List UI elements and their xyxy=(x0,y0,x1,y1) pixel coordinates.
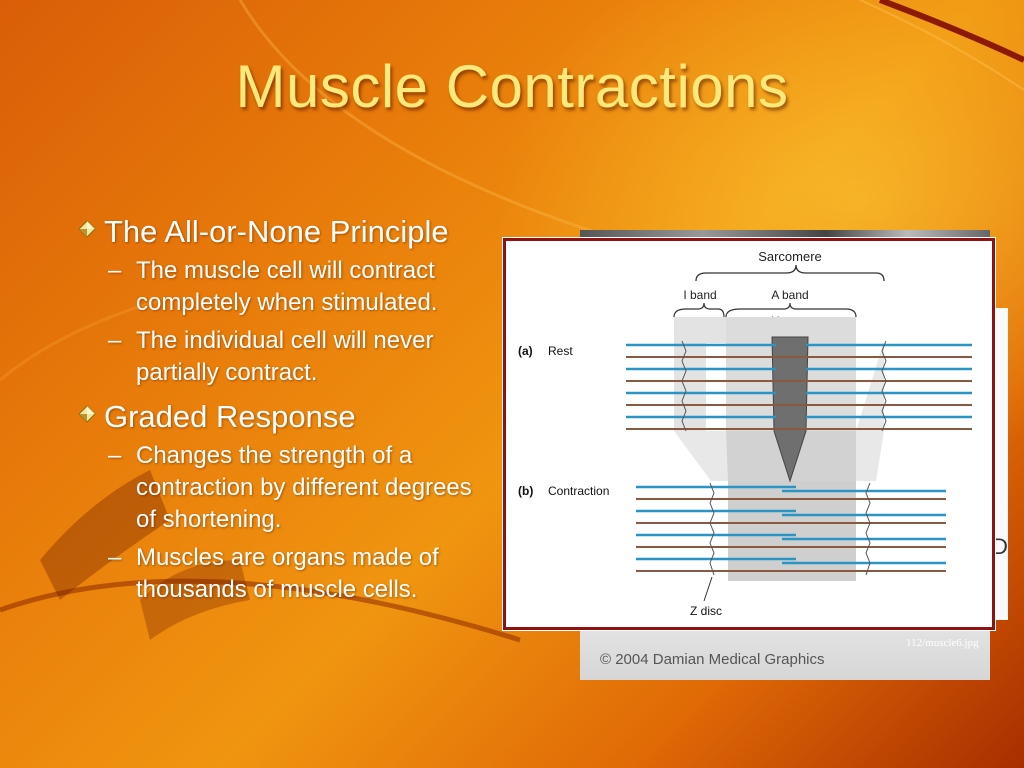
dash-marker: – xyxy=(108,544,122,571)
label-z-disc: Z disc xyxy=(690,604,722,618)
sub-bullet-item: –The individual cell will never partiall… xyxy=(78,325,498,389)
contraction-filaments xyxy=(636,482,946,602)
z-disc-pointer xyxy=(703,576,713,602)
label-rest: Rest xyxy=(548,344,573,358)
right-funnel xyxy=(856,341,884,481)
copyright-text: © 2004 Damian Medical Graphics xyxy=(600,651,825,668)
i-band-projection xyxy=(674,317,726,431)
sub-bullet-item: –Muscles are organs made of thousands of… xyxy=(78,542,498,606)
sub-bullet-item: –Changes the strength of a contraction b… xyxy=(78,440,498,536)
bullet-text: The All-or-None Principle xyxy=(104,214,449,249)
contracted-a-band xyxy=(728,481,856,581)
sub-bullet-list: –The muscle cell will contract completel… xyxy=(78,255,498,389)
sub-bullet-text: Muscles are organs made of thousands of … xyxy=(136,544,439,603)
sub-bullet-list: –Changes the strength of a contraction b… xyxy=(78,440,498,606)
bullet-list: The All-or-None Principle –The muscle ce… xyxy=(78,212,498,614)
i-band-bracket xyxy=(673,302,725,318)
bullet-item: The All-or-None Principle xyxy=(78,212,498,251)
i-band-funnel xyxy=(674,431,730,481)
sub-bullet-text: The individual cell will never partially… xyxy=(136,327,434,386)
sarcomere-bracket xyxy=(695,264,885,282)
label-panel-a: (a) xyxy=(518,344,533,358)
h-zone-wedge xyxy=(771,336,809,483)
label-sarcomere: Sarcomere xyxy=(758,249,822,264)
dash-marker: – xyxy=(108,327,122,354)
label-a-band: A band xyxy=(771,288,808,302)
bullet-item: Graded Response xyxy=(78,397,498,436)
bullet-text: Graded Response xyxy=(104,399,356,434)
slide-title: Muscle Contractions xyxy=(235,53,789,120)
sub-bullet-text: Changes the strength of a contraction by… xyxy=(136,442,472,533)
dash-marker: – xyxy=(108,442,122,469)
photo-edge-letter: D xyxy=(992,534,1008,559)
dash-marker: – xyxy=(108,257,122,284)
diamond-bullet-icon xyxy=(78,220,96,238)
label-panel-b: (b) xyxy=(518,484,533,498)
diamond-bullet-icon xyxy=(78,405,96,423)
sub-bullet-text: The muscle cell will contract completely… xyxy=(136,257,438,316)
sarcomere-diagram: Sarcomere I band A band H zone (a) Rest … xyxy=(503,238,995,630)
a-band-bracket xyxy=(725,302,857,318)
label-i-band: I band xyxy=(683,288,716,302)
label-contraction: Contraction xyxy=(548,484,609,498)
sub-bullet-item: –The muscle cell will contract completel… xyxy=(78,255,498,319)
image-source-text: 112/muscle6.jpg xyxy=(906,637,979,649)
rest-filaments xyxy=(626,340,972,432)
